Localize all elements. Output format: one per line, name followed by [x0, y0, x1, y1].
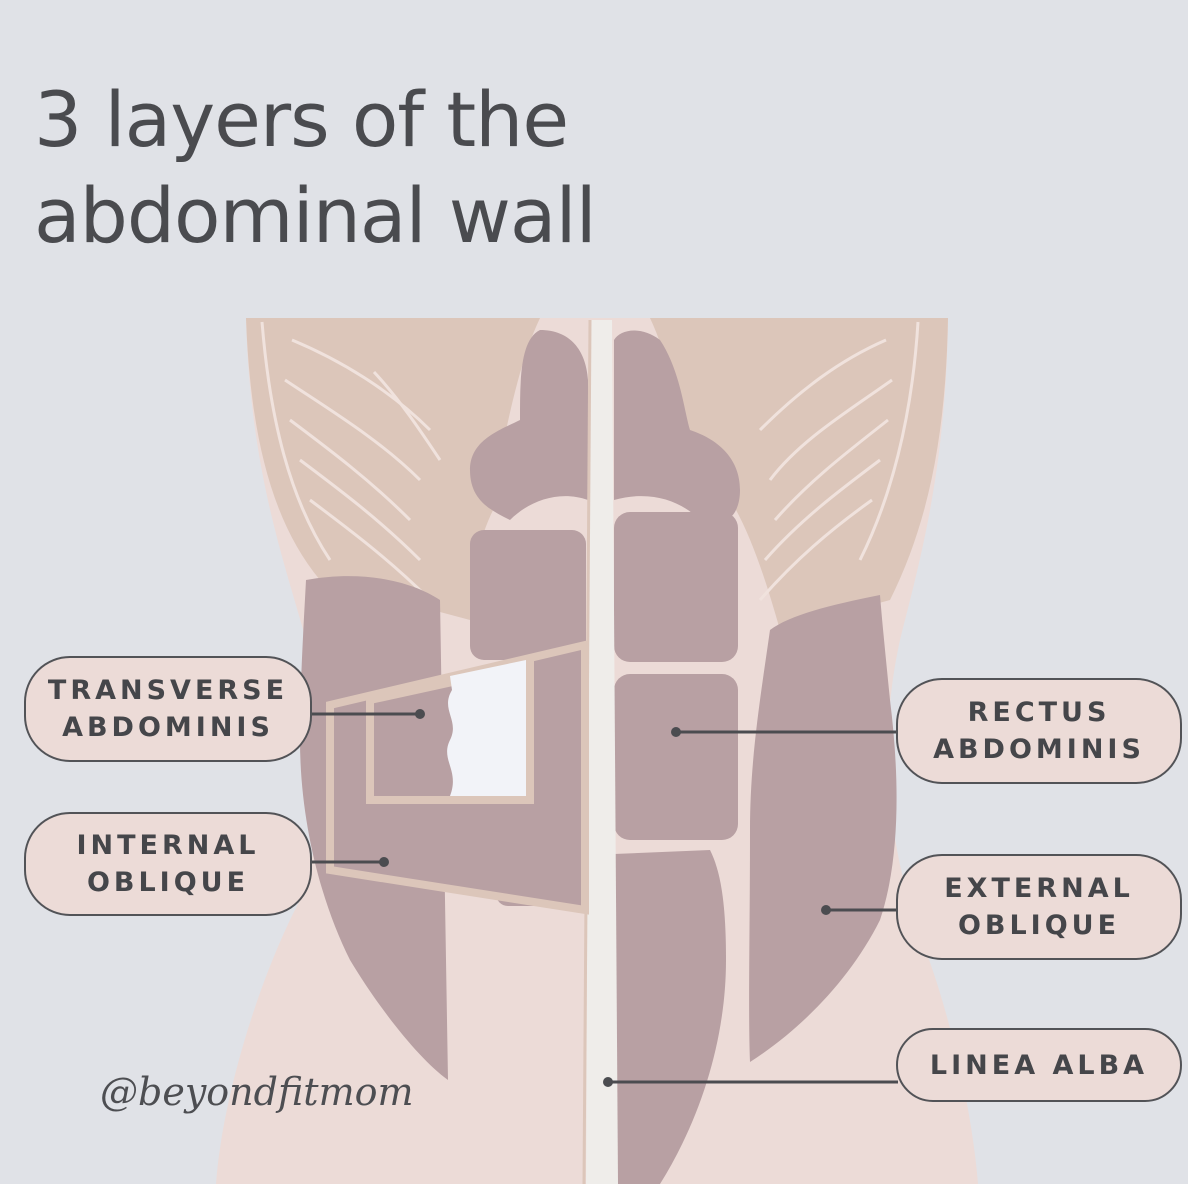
label-rectus-abdominis: RECTUS ABDOMINIS	[896, 678, 1182, 784]
label-transverse-abdominis-line-1: TRANSVERSE	[47, 675, 289, 706]
linea-alba-band	[586, 320, 618, 1184]
label-internal-oblique: INTERNAL OBLIQUE	[24, 812, 312, 916]
external-oblique-right	[749, 595, 897, 1062]
label-transverse-abdominis: TRANSVERSE ABDOMINIS	[24, 656, 312, 762]
label-rectus-abdominis-line-2: ABDOMINIS	[933, 734, 1145, 765]
connector-dot-linea-alba	[603, 1077, 613, 1087]
serratus-left	[260, 321, 442, 602]
title-line-1: 3 layers of the	[34, 75, 569, 164]
label-internal-oblique-line-1: INTERNAL	[76, 830, 260, 861]
social-handle: @beyondfitmom	[100, 1070, 414, 1114]
connector-dot-rectus-abdominis	[671, 727, 681, 737]
label-external-oblique: EXTERNAL OBLIQUE	[896, 854, 1182, 960]
rectus-right	[614, 330, 740, 1184]
label-linea-alba-line-1: LINEA ALBA	[929, 1049, 1149, 1081]
label-rectus-abdominis-line-1: RECTUS	[967, 697, 1111, 728]
label-external-oblique-line-2: OBLIQUE	[957, 910, 1121, 941]
label-linea-alba: LINEA ALBA	[896, 1028, 1182, 1102]
page-title: 3 layers of the abdominal wall	[34, 72, 597, 264]
connector-dot-external-oblique	[821, 905, 831, 915]
label-external-oblique-line-1: EXTERNAL	[944, 873, 1134, 904]
label-transverse-abdominis-line-2: ABDOMINIS	[62, 712, 274, 743]
connectors	[310, 709, 898, 1087]
title-line-2: abdominal wall	[34, 171, 597, 260]
connector-dot-internal-oblique	[379, 857, 389, 867]
serratus-right	[758, 321, 920, 601]
transverse-window	[447, 660, 526, 796]
connector-dot-transverse-abdominis	[415, 709, 425, 719]
label-internal-oblique-line-2: OBLIQUE	[86, 867, 250, 898]
